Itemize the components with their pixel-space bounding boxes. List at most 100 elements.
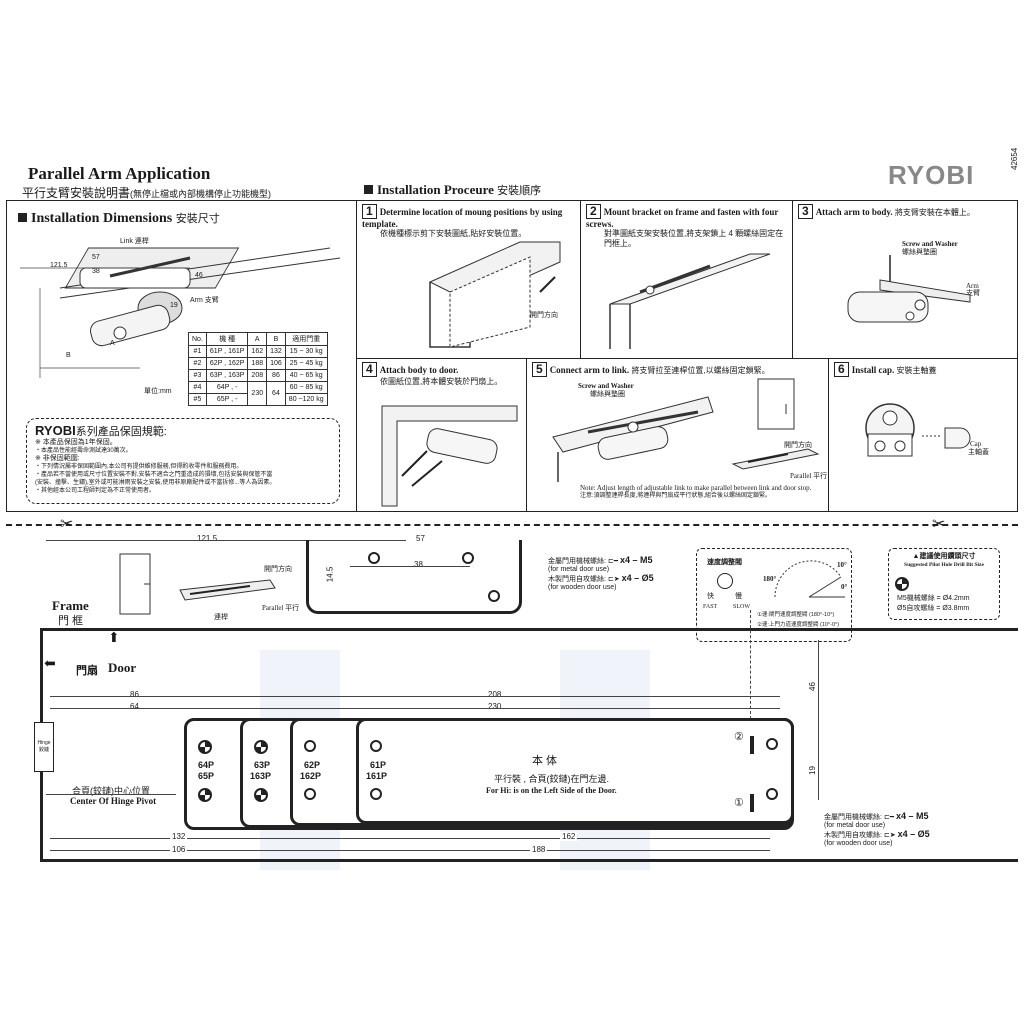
hinge-center-zh: 合頁(鉸鏈)中心位置 xyxy=(72,786,150,796)
table-cell: 63P , 163P xyxy=(205,369,249,382)
step-text: Mount bracket on frame and fasten with f… xyxy=(586,207,779,229)
warranty-box: RYOBI系列產品保固規範: ※ 本產品保固為1年保固。 ・本產品性能經壽命測試… xyxy=(26,418,340,504)
dim-46: 46 xyxy=(195,272,203,279)
step-5-door-diagram xyxy=(731,378,820,470)
metal-screw-spec: x4 – M5 xyxy=(895,811,929,821)
table-cell: 64 xyxy=(266,381,286,406)
hinge-icon xyxy=(34,722,54,772)
door-edge-bar xyxy=(750,794,754,812)
brand-logo: RYOBI xyxy=(888,160,975,190)
wood-screw-row: 木製門用自攻螺絲: ⊏➤ x4 – Ø5 xyxy=(824,830,1004,840)
dim-46: 46 xyxy=(807,680,817,693)
dim-86: 86 xyxy=(128,690,141,699)
table-header: No. xyxy=(188,332,207,346)
drill-m5: M5機械螺絲 = Ø4.2mm xyxy=(897,595,970,602)
metal-screw-row: 金屬門用機械螺絲: ⊏━ x4 – M5 xyxy=(548,556,708,566)
warranty-line: ・產品若不當使用或尺寸位置安裝不對,安裝不適合之門重造成的損壞,包括安裝與保管不… xyxy=(35,472,273,478)
angle-0: 0° xyxy=(841,583,848,591)
table-cell: 15 ~ 30 kg xyxy=(284,345,328,358)
grid-line xyxy=(526,358,527,512)
procedure-heading-en: Installation Proceure xyxy=(377,182,494,197)
table-cell: 62P , 162P xyxy=(205,357,249,370)
screw-hole xyxy=(368,552,380,564)
dim-19: 19 xyxy=(170,302,178,309)
dim-208: 208 xyxy=(486,690,504,699)
dim-188: 188 xyxy=(530,845,548,854)
link-label: Link 連桿 xyxy=(120,238,149,245)
model-label: 65P xyxy=(198,771,215,781)
table-cell: 208 xyxy=(247,369,268,382)
screw-info-bottom: 金屬門用機械螺絲: ⊏━ x4 – M5 (for metal door use… xyxy=(824,812,1004,848)
screw-label: Screw and Washer xyxy=(902,240,958,248)
dim-line xyxy=(818,640,819,800)
procedure-heading-zh: 安裝順序 xyxy=(497,185,542,197)
model-label: 63P xyxy=(254,760,271,770)
metal-screw-zh: 金屬門用機械螺絲: xyxy=(824,814,882,821)
table-row: #1 61P , 161P 162 132 15 ~ 30 kg xyxy=(188,345,328,358)
warranty-line: ・下列情況屬非保固範圍內,本公司有提供維修服務,但得酌收零件和服務費用。 xyxy=(35,464,243,470)
table-cell: 80 ~120 kg xyxy=(284,393,328,406)
dim-121-5: 121.5 xyxy=(50,262,68,269)
dim-121-5: 121.5 xyxy=(195,534,220,543)
grid-line xyxy=(792,200,793,358)
step-text-zh: 依機種標示剪下安裝圖紙,貼好安裝位置。 xyxy=(380,229,527,238)
wood-screw-spec: x4 – Ø5 xyxy=(621,573,654,583)
warranty-line: ※ 非保固範圍: xyxy=(35,455,80,462)
step-text: Connect arm to link. xyxy=(549,365,630,375)
step-5-note-en: Note: Adjust length of adjustable link t… xyxy=(580,484,812,492)
screw-info-top: 金屬門用機械螺絲: ⊏━ x4 – M5 (for metal door use… xyxy=(548,556,708,592)
arm-label: Arm 支臂 xyxy=(190,297,219,304)
screw-label: Screw and Washer xyxy=(578,382,634,390)
dim-19: 19 xyxy=(807,764,817,777)
step-number: 6 xyxy=(834,362,849,377)
procedure-heading: Installation Proceure 安裝順序 xyxy=(364,182,541,198)
fast-label-en: FAST xyxy=(703,604,718,610)
slow-label: 慢 xyxy=(735,593,742,600)
scissors-icon: ✂ xyxy=(932,516,946,533)
step-text: Install cap. xyxy=(851,365,895,375)
model-label: 161P xyxy=(366,771,388,781)
wood-screw-spec: x4 – Ø5 xyxy=(897,829,930,839)
hinge-center-en: Center Of Hinge Pivot xyxy=(70,796,157,806)
body-note-zh: 平行裝 , 合頁(鉸鏈)在門左邊. xyxy=(494,774,609,784)
warranty-line: ・本產品性能經壽命測試達30萬次。 xyxy=(35,448,132,454)
mount-hole xyxy=(766,738,778,750)
dim-line xyxy=(50,838,770,839)
table-cell: 61P , 161P xyxy=(205,345,249,358)
door-direction-label: 開門方向 xyxy=(264,566,292,573)
speed-title: 速度調整閥 xyxy=(707,559,742,566)
dim-a: A xyxy=(110,340,115,347)
warranty-line: (安裝、撞擊、生鏽),室外或可能淋雨安裝之安裝,使用非原廠配件或不當拆修...等… xyxy=(35,480,276,486)
wood-screw-row: 木製門用自攻螺絲: ⊏➤ x4 – Ø5 xyxy=(548,574,708,584)
step-number: 5 xyxy=(532,362,547,377)
table-cell: 65P , - xyxy=(205,393,249,406)
table-header: A xyxy=(247,332,268,346)
step-text-zh: 對準圖紙支架安裝位置,將支架鎖上 4 顆螺絲固定在門框上。 xyxy=(604,229,784,248)
step-number: 2 xyxy=(586,204,601,219)
grid-line xyxy=(828,358,829,512)
warranty-line: ・其他經本公司工程師判定為不正常使用者。 xyxy=(35,488,156,494)
fast-label: 快 xyxy=(707,593,714,600)
step-5-note: Note: Adjust length of adjustable link t… xyxy=(580,484,824,500)
top-panel xyxy=(6,200,1018,512)
dim-64: 64 xyxy=(128,702,141,711)
arm-label-zh: 支臂 xyxy=(966,290,980,297)
table-header-row: No. 機 種 A B 適用門重 xyxy=(188,332,328,346)
page-title: Parallel Arm Application xyxy=(28,164,211,183)
step-text-zh: 將支臂安裝在本體上。 xyxy=(894,208,975,217)
step-5-note-zh: 注意:須調整連桿長度,將連桿與門扇成平行狀態,組合後以螺絲固定鎖緊。 xyxy=(580,493,772,499)
door-plan-diagram xyxy=(119,553,276,615)
speed-adjust-box: 速度調整閥 快 慢 FAST SLOW 10° 180° 0° ①速:閘門速度調… xyxy=(696,548,852,642)
angle-diagram xyxy=(774,560,845,598)
step-6-illustration xyxy=(865,403,971,457)
speed-note-2: ②速:上門力道速度調整閥 (10°-0°) xyxy=(757,622,840,628)
dimensions-heading-zh: 安裝尺寸 xyxy=(175,213,220,225)
step-5-illustration xyxy=(552,396,714,482)
angle-180: 180° xyxy=(763,575,777,583)
wood-screw-zh: 木製門用自攻螺絲: xyxy=(824,832,882,839)
drill-title-en: Suggested Pilot Hole Drill Bit Size xyxy=(904,562,984,568)
dim-57: 57 xyxy=(92,254,100,261)
screw-hole xyxy=(462,552,474,564)
